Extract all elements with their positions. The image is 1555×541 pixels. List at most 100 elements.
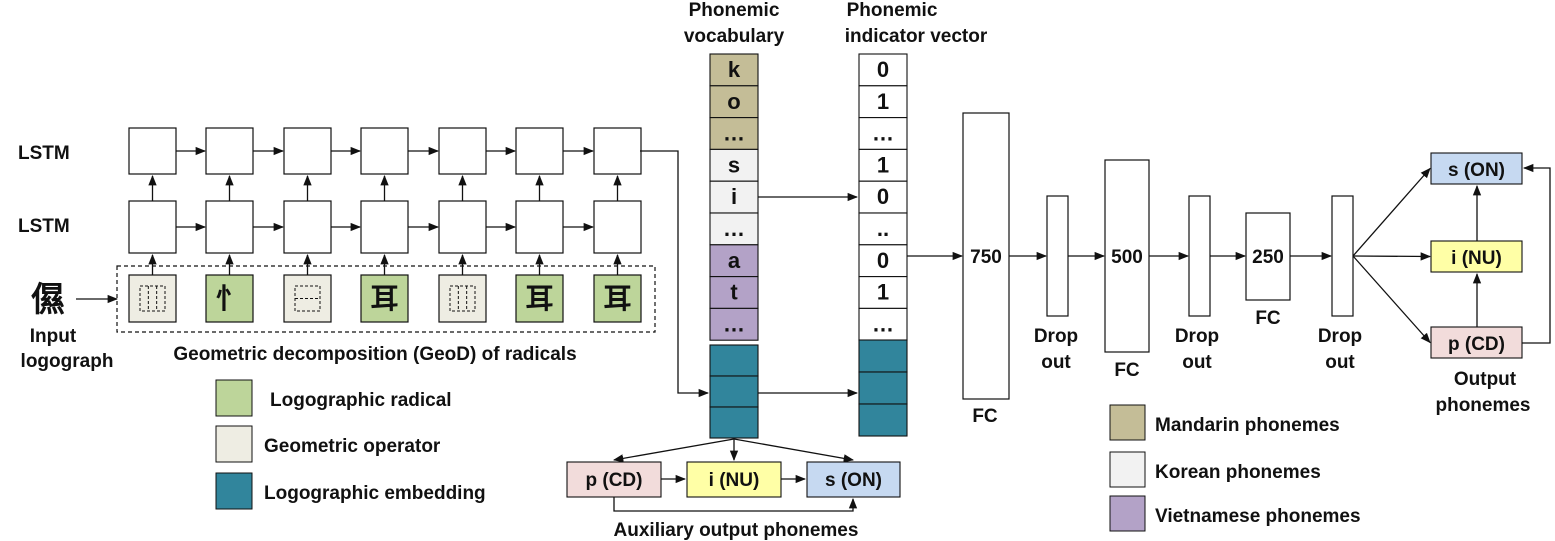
radical-glyph: 耳 (370, 282, 398, 315)
embedding-cell (709, 406, 759, 439)
legend-left-swatch (215, 472, 253, 510)
vocab-phoneme: … (723, 216, 745, 241)
indicator-cell (858, 212, 908, 246)
geod-caption: Geometric decomposition (GeoD) of radica… (173, 344, 576, 365)
output-phonemes: s (ON)i (NU)p (CD) (1352, 152, 1551, 359)
output-phoneme-box (1430, 152, 1523, 185)
indicator-value: .. (877, 216, 889, 241)
input-label-line2: logograph (21, 351, 114, 372)
lstm-cell-top (593, 127, 642, 175)
indicator-cell (858, 307, 908, 341)
legend-right-swatch (1109, 495, 1146, 532)
vocab-cell (709, 180, 759, 214)
vocab-phoneme: … (723, 121, 745, 146)
vocab-phoneme: … (723, 311, 745, 336)
legend-right-label: Mandarin phonemes (1155, 415, 1340, 436)
operator-outline (139, 285, 166, 312)
output-phoneme-label: p (CD) (1448, 334, 1505, 355)
radical-tile (515, 274, 564, 323)
output-phoneme-label: s (ON) (1448, 160, 1505, 181)
vocab-title-line1: Phonemic (689, 0, 780, 21)
vocab-cell (709, 244, 759, 278)
lstm-cell-top (438, 127, 487, 175)
radical-glyph: 耳 (603, 282, 631, 315)
legend-left-swatch (215, 425, 253, 463)
legend-right-swatch (1109, 404, 1146, 441)
lstm-bottom-label: LSTM (18, 216, 70, 237)
radical-tile (128, 274, 177, 323)
geometric-operator-icon (294, 285, 321, 312)
radical-glyph: 忄 (215, 282, 243, 315)
indicator-cell (858, 244, 908, 278)
lstm-cell-top (360, 127, 409, 175)
radical-sequence: 忄耳耳耳 (128, 274, 642, 323)
vocab-phoneme: a (728, 248, 741, 273)
lstm-cell-bottom (128, 200, 177, 254)
auxiliary-output: p (CD)i (NU)s (ON) (566, 438, 901, 512)
indicator-value: … (872, 311, 894, 336)
vocab-phoneme: t (730, 280, 738, 305)
vocab-cell (709, 307, 759, 341)
fc-label: FC (972, 406, 998, 427)
vocab-title-line2: vocabulary (684, 26, 785, 47)
indicator-cell (858, 180, 908, 214)
fc-label: FC (1114, 360, 1140, 381)
aux-phoneme-label: i (NU) (709, 470, 760, 491)
legend-left-label: Geometric operator (264, 436, 441, 457)
lstm-top-label: LSTM (18, 143, 70, 164)
phonemic-vocabulary: ko…si…at… (709, 53, 759, 439)
fc-layer (1245, 212, 1291, 301)
vocab-cell (709, 85, 759, 119)
radical-tile (205, 274, 254, 323)
embedding-to-aux-arrow (733, 438, 855, 463)
input-label-line1: Input (30, 326, 77, 347)
dropout-layer (1046, 195, 1069, 317)
embedding-cell (709, 375, 759, 408)
vocab-cell (709, 276, 759, 309)
radical-tile (438, 274, 487, 323)
vocab-phoneme: o (727, 89, 740, 114)
dropout-layer (1188, 195, 1211, 317)
dropout-to-output-arrow (1352, 255, 1431, 344)
fc-layer (1104, 159, 1150, 353)
lstm-cell-bottom (360, 200, 409, 254)
legend-right-swatch (1109, 451, 1146, 488)
lstm-cell-top (128, 127, 177, 175)
lstm-to-embedding-arrow (640, 150, 710, 398)
embedding-to-aux-arrow (612, 438, 735, 463)
indicator-value: 1 (877, 280, 889, 305)
indicator-value: 0 (877, 248, 889, 273)
output-label-line2: phonemes (1435, 395, 1530, 416)
radical-glyph: 耳 (525, 282, 553, 315)
radical-tile (360, 274, 409, 323)
dropout-label: out (1182, 352, 1212, 373)
dropout-to-output-arrow (1352, 167, 1431, 257)
indicator-cell (858, 276, 908, 309)
dropout-label: Drop (1034, 326, 1078, 347)
input-logograph-char: 儑 (31, 280, 65, 320)
legend-right-label: Korean phonemes (1155, 462, 1321, 483)
indicator-cell (858, 148, 908, 182)
fc-size: 750 (970, 247, 1002, 268)
aux-feedback-arrow (613, 497, 858, 512)
indicator-title-line2: indicator vector (845, 26, 988, 47)
dropout-to-output-arrow (1352, 252, 1432, 261)
lstm-cell-top (205, 127, 254, 175)
aux-phoneme-label: s (ON) (825, 470, 882, 491)
lstm-cell-top (283, 127, 332, 175)
dropout-label: Drop (1175, 326, 1219, 347)
indicator-cell (858, 85, 908, 119)
output-label-line1: Output (1454, 369, 1517, 390)
geometric-operator-icon (139, 285, 166, 312)
indicator-embedding-cell (858, 371, 908, 405)
dropout-label: Drop (1318, 326, 1362, 347)
indicator-embedding-cell (858, 339, 908, 373)
aux-phoneme-box (806, 461, 901, 498)
lstm-cell-bottom (438, 200, 487, 254)
aux-caption: Auxiliary output phonemes (614, 520, 859, 541)
geometric-operator-icon (449, 285, 476, 312)
indicator-value: … (872, 121, 894, 146)
